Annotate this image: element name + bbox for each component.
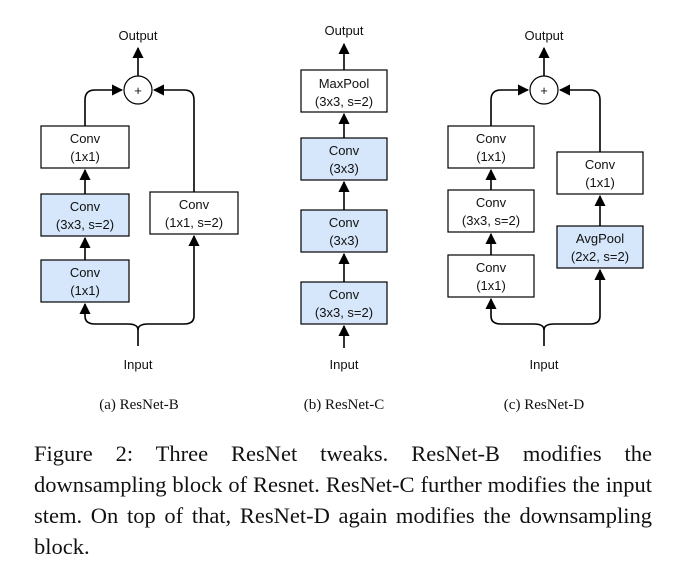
subcaption: (c) ResNet-D bbox=[504, 397, 585, 413]
conv-3x3-middle-block: Conv (3x3) bbox=[300, 209, 388, 253]
block-params: (1x1) bbox=[70, 149, 100, 164]
panel-resnet-b: Output + Conv (1x1) Conv (3x3, s=2) Conv… bbox=[40, 28, 239, 413]
conv-1x1-bottom-block: Conv (1x1) bbox=[447, 254, 535, 298]
block-params: (1x1) bbox=[70, 283, 100, 298]
figure-caption: Figure 2: Three ResNet tweaks. ResNet-B … bbox=[34, 441, 652, 559]
block-params: (3x3) bbox=[329, 161, 359, 176]
arrow bbox=[543, 268, 606, 331]
block-params: (1x1, s=2) bbox=[165, 215, 223, 230]
arrow bbox=[485, 297, 545, 346]
conv-1x1-top-block: Conv (1x1) bbox=[447, 125, 535, 169]
arrow bbox=[152, 84, 195, 192]
conv-1x1-s2-shortcut-block: Conv (1x1, s=2) bbox=[149, 191, 239, 235]
arrow bbox=[490, 84, 530, 126]
input-label: Input bbox=[124, 357, 153, 372]
conv-3x3-s2-block: Conv (3x3, s=2) bbox=[40, 193, 130, 237]
block-name: Conv bbox=[70, 199, 101, 214]
output-label: Output bbox=[324, 23, 363, 38]
block-params: (3x3, s=2) bbox=[315, 305, 373, 320]
panel-resnet-d: Output + Conv (1x1) Conv (3x3, s=2) Conv… bbox=[447, 28, 644, 413]
block-name: Conv bbox=[476, 131, 507, 146]
arrow bbox=[558, 84, 601, 152]
arrow bbox=[84, 84, 124, 126]
conv-1x1-top-block: Conv (1x1) bbox=[40, 125, 130, 169]
block-name: AvgPool bbox=[576, 231, 624, 246]
block-params: (3x3, s=2) bbox=[462, 213, 520, 228]
block-name: Conv bbox=[329, 287, 360, 302]
conv-3x3-s2-block: Conv (3x3, s=2) bbox=[447, 189, 535, 233]
block-name: Conv bbox=[70, 131, 101, 146]
arrow bbox=[79, 302, 139, 346]
block-name: Conv bbox=[179, 197, 210, 212]
conv-3x3-s2-block: Conv (3x3, s=2) bbox=[300, 281, 388, 325]
block-name: Conv bbox=[476, 195, 507, 210]
panel-resnet-c: Output MaxPool (3x3, s=2) Conv (3x3) Con… bbox=[300, 23, 388, 413]
block-params: (2x2, s=2) bbox=[571, 249, 629, 264]
maxpool-block: MaxPool (3x3, s=2) bbox=[300, 69, 388, 113]
input-label: Input bbox=[530, 357, 559, 372]
block-name: Conv bbox=[476, 260, 507, 275]
block-params: (3x3) bbox=[329, 233, 359, 248]
block-params: (1x1) bbox=[476, 149, 506, 164]
block-params: (3x3, s=2) bbox=[56, 217, 114, 232]
block-name: Conv bbox=[329, 143, 360, 158]
conv-1x1-shortcut-block: Conv (1x1) bbox=[556, 151, 644, 195]
plus-icon: + bbox=[134, 83, 142, 98]
plus-icon: + bbox=[540, 83, 548, 98]
output-label: Output bbox=[524, 28, 563, 43]
subcaption: (a) ResNet-B bbox=[99, 397, 179, 413]
block-name: Conv bbox=[329, 215, 360, 230]
block-name: Conv bbox=[585, 157, 616, 172]
adder-node: + bbox=[123, 75, 153, 105]
block-name: Conv bbox=[70, 265, 101, 280]
input-label: Input bbox=[330, 357, 359, 372]
conv-3x3-top-block: Conv (3x3) bbox=[300, 137, 388, 181]
block-params: (3x3, s=2) bbox=[315, 94, 373, 109]
adder-node: + bbox=[529, 75, 559, 105]
block-name: MaxPool bbox=[319, 76, 370, 91]
output-label: Output bbox=[118, 28, 157, 43]
block-params: (1x1) bbox=[476, 278, 506, 293]
arrow bbox=[137, 234, 200, 331]
block-params: (1x1) bbox=[585, 175, 615, 190]
subcaption: (b) ResNet-C bbox=[304, 397, 384, 413]
avgpool-block: AvgPool (2x2, s=2) bbox=[556, 225, 644, 269]
conv-1x1-bottom-block: Conv (1x1) bbox=[40, 259, 130, 303]
